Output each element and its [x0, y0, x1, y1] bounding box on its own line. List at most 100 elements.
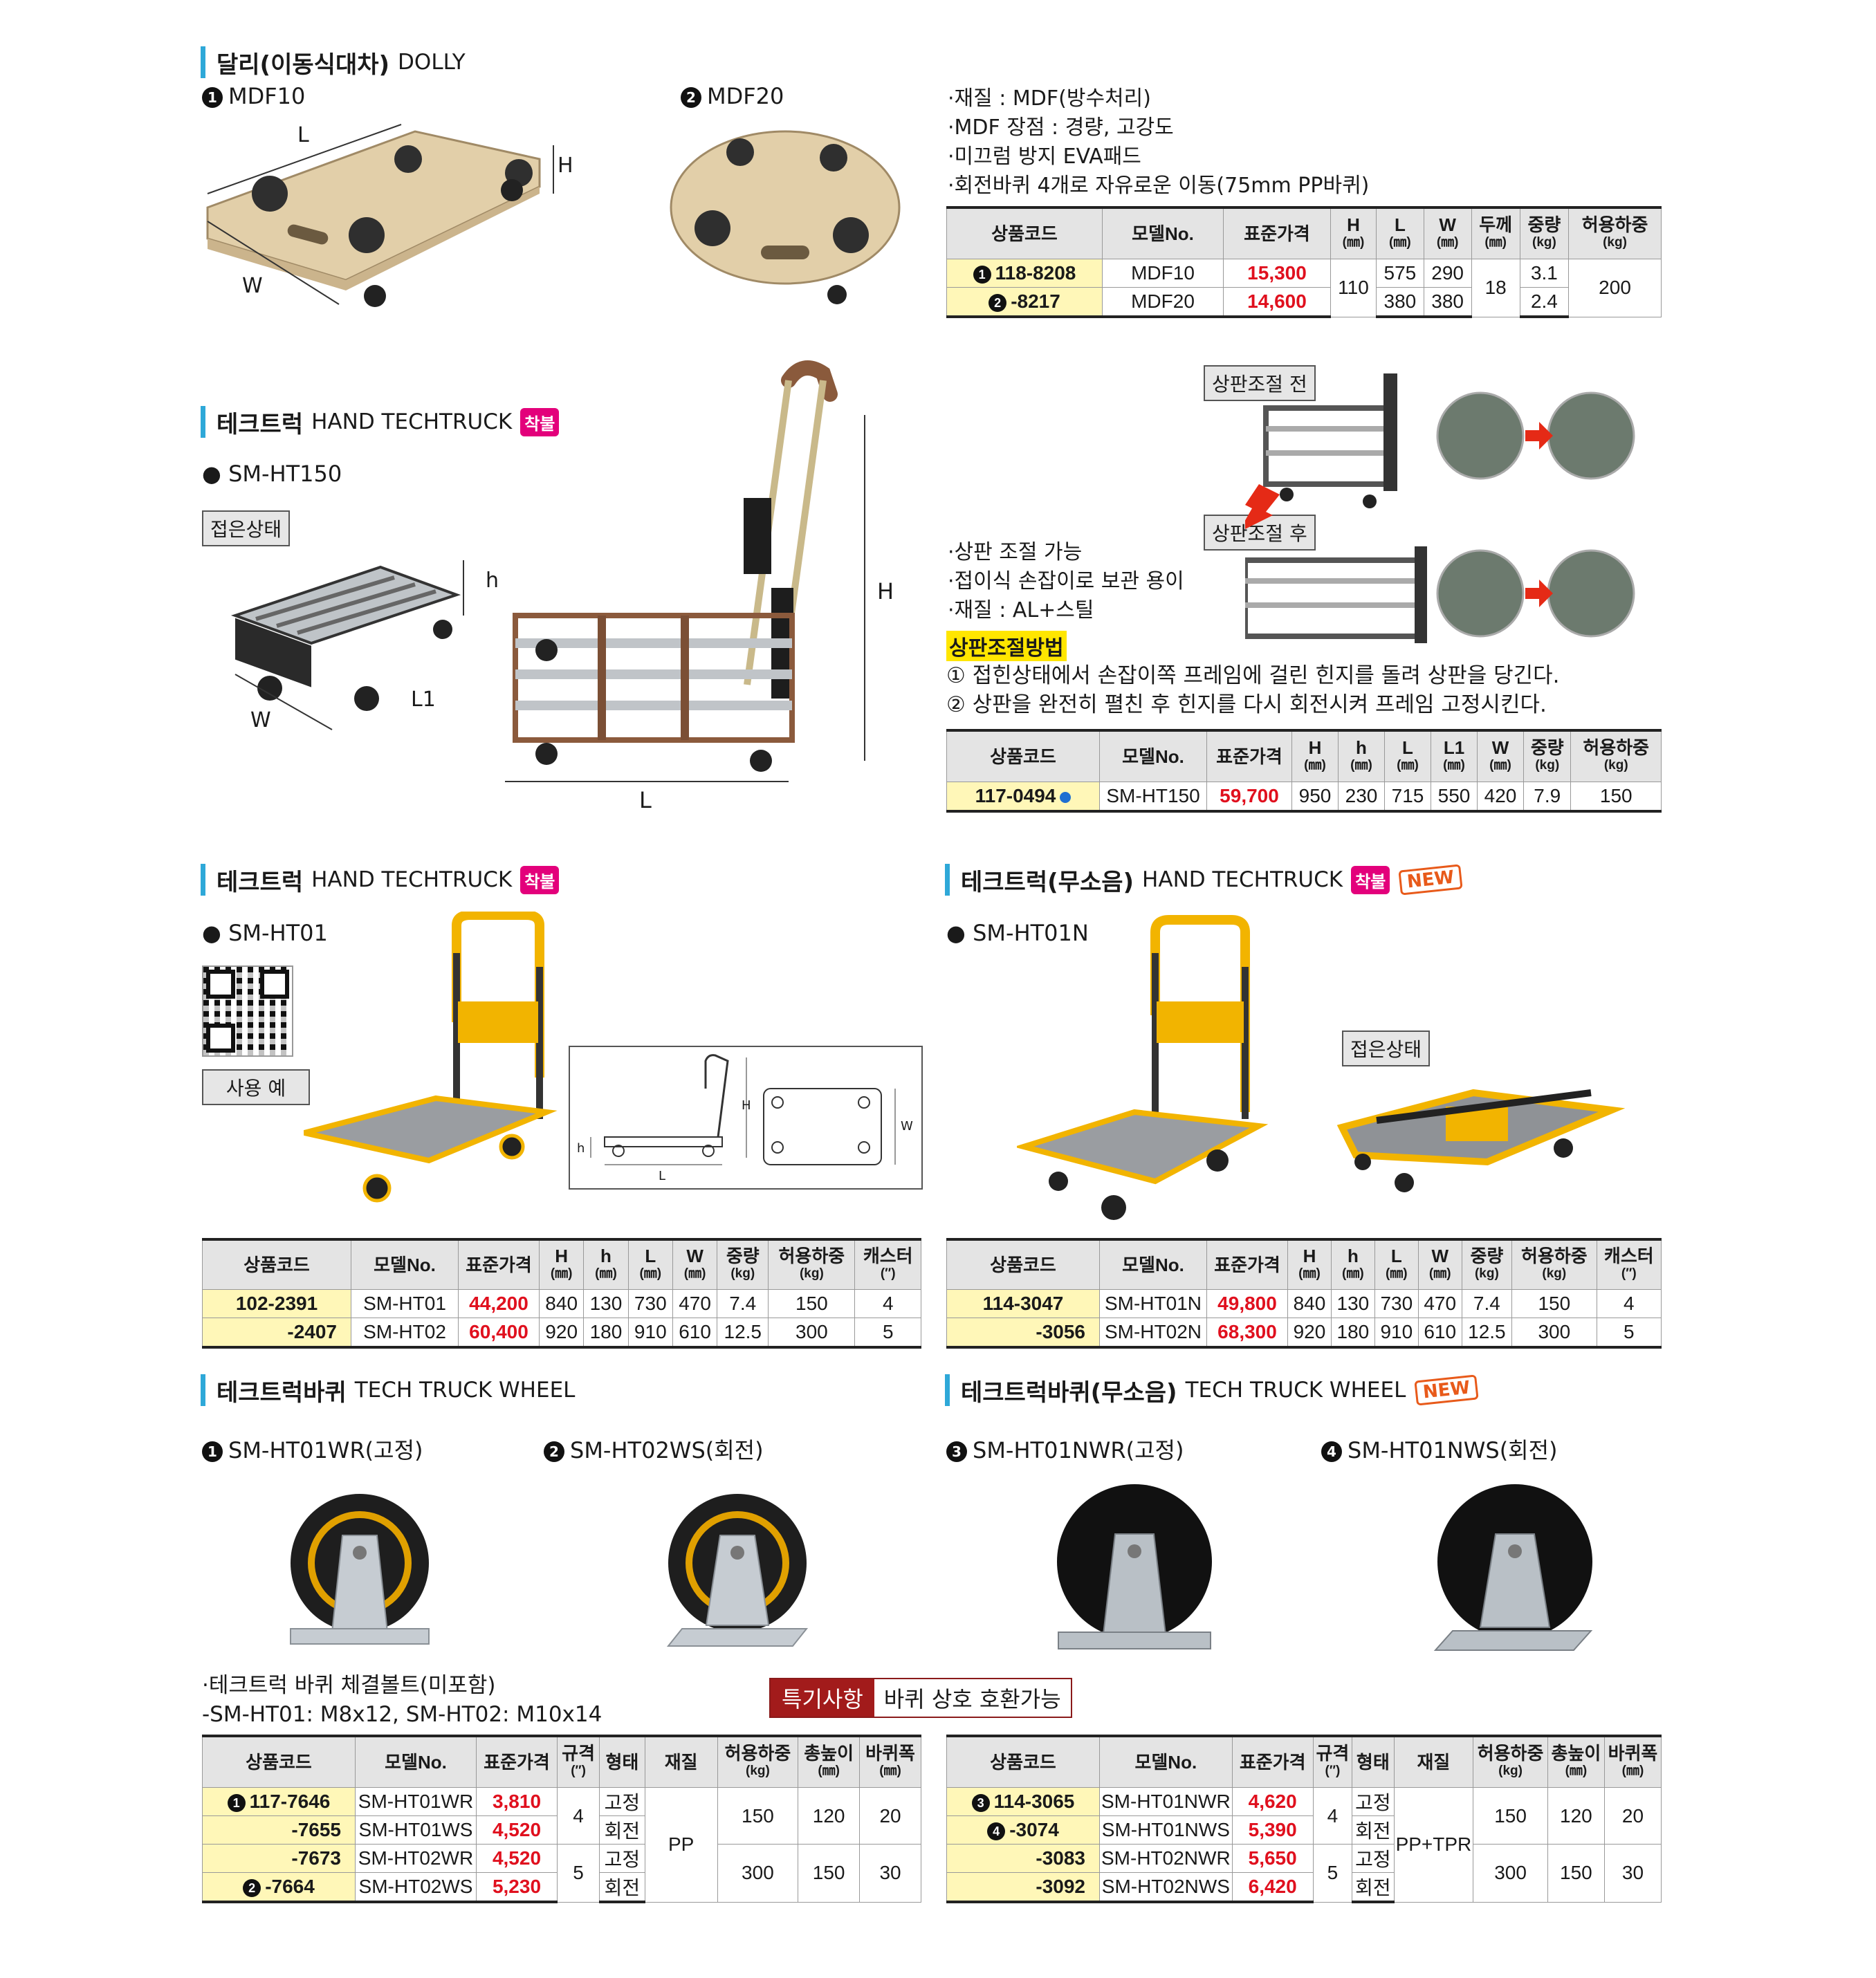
cell-L: 575 — [1376, 259, 1424, 288]
th-unit: (㎜) — [1621, 1764, 1644, 1778]
th-H: H(㎜) — [538, 1238, 585, 1290]
cell-L: 380 — [1376, 287, 1424, 318]
cell-load: 150 — [768, 1289, 856, 1318]
cell-spec: 4 — [556, 1787, 600, 1845]
th-code: 상품코드 — [946, 206, 1103, 259]
cell-code: 4-3074 — [946, 1815, 1100, 1845]
th-L1: L1(㎜) — [1431, 729, 1478, 782]
cell-h: 180 — [1330, 1318, 1375, 1349]
th-text: 캐스터 — [863, 1246, 913, 1266]
th-text: H — [555, 1246, 569, 1266]
title-en: HAND TECHTRUCK — [311, 867, 513, 892]
model-label: MDF20 — [707, 83, 784, 109]
th-W: W(㎜) — [672, 1238, 718, 1290]
cell-H: 920 — [538, 1318, 585, 1349]
table-row: 4-3074 SM-HT01NWS 5,390 회전 — [946, 1815, 1662, 1845]
th-type: 형태 — [599, 1735, 645, 1788]
note-line: -SM-HT01: M8x12, SM-HT02: M10x14 — [202, 1702, 603, 1727]
cell-L: 730 — [1374, 1289, 1419, 1318]
cell-weight: 3.1 — [1519, 259, 1570, 288]
cell-price: 4,620 — [1231, 1787, 1314, 1816]
cell-h: 180 — [583, 1318, 629, 1349]
number-badge: 1 — [227, 1793, 246, 1812]
new-badge: NEW — [1398, 864, 1464, 896]
th-unit: (kg) — [1603, 758, 1628, 773]
mdf10-dolly-image — [206, 124, 554, 307]
th-thickness: 두께(㎜) — [1471, 206, 1520, 259]
th-weight: 중량(kg) — [1523, 729, 1572, 782]
title-en: HAND TECHTRUCK — [311, 409, 513, 434]
th-load: 허용하중(kg) — [768, 1238, 856, 1290]
code-text: 118-8208 — [995, 262, 1076, 284]
th-text: H — [1303, 1246, 1316, 1266]
th-text: 중량 — [1530, 737, 1564, 758]
th-text: 허용하중 — [1583, 737, 1650, 758]
qr-code-icon[interactable] — [202, 965, 293, 1057]
cell-type: 회전 — [599, 1815, 645, 1845]
mdf20-dolly-image — [670, 130, 901, 304]
th-type: 형태 — [1352, 1735, 1395, 1788]
th-text: H — [1308, 737, 1322, 758]
ht01-truck-image — [303, 912, 558, 1203]
usage-example-tag[interactable]: 사용 예 — [202, 1069, 310, 1105]
th-load: 허용하중(kg) — [1570, 729, 1662, 782]
th-H: H(㎜) — [1291, 729, 1339, 782]
cell-model: SM-HT02NWS — [1099, 1872, 1233, 1903]
ht150-folded-image — [230, 560, 464, 730]
cell-model: MDF20 — [1102, 287, 1224, 318]
th-H: H(㎜) — [1330, 206, 1377, 259]
th-text: h — [1356, 737, 1367, 758]
cell-H: 110 — [1330, 259, 1377, 317]
cell-load: 300 — [768, 1318, 856, 1349]
special-note-text: 바퀴 상호 호환가능 — [883, 1686, 1061, 1712]
ht150-model: ● SM-HT150 — [202, 461, 342, 487]
cell-height: 120 — [1547, 1787, 1605, 1845]
cell-model: SM-HT01WR — [355, 1787, 477, 1816]
cell-type: 회전 — [1352, 1872, 1395, 1903]
number-badge: 1 — [202, 1441, 223, 1462]
th-material: 재질 — [644, 1735, 718, 1788]
wheeln-spec-table: 상품코드 모델No. 표준가격 규격(″) 형태 재질 허용하중(kg) 총높이… — [946, 1735, 1662, 1903]
th-price: 표준가격 — [1223, 206, 1331, 259]
dim-label-W: W — [250, 708, 271, 732]
th-text: 중량 — [1470, 1246, 1504, 1266]
cell-spec: 5 — [556, 1844, 600, 1903]
cell-W: 290 — [1423, 259, 1472, 288]
th-model: 모델No. — [1099, 1735, 1233, 1788]
table-row: -7673 SM-HT02WR 4,520 5 고정 300 150 30 — [202, 1844, 921, 1903]
accent-bar — [201, 864, 205, 896]
th-code: 상품코드 — [202, 1238, 351, 1290]
ht01-spec-table: 상품코드 모델No. 표준가격 H(㎜) h(㎜) L(㎜) W(㎜) 중량(k… — [202, 1238, 921, 1349]
diagram-label-h: h — [577, 1141, 585, 1156]
cell-model: SM-HT01NWS — [1099, 1815, 1233, 1845]
model-label: SM-HT01NWS(회전) — [1348, 1437, 1558, 1463]
diagram-label-H: H — [742, 1098, 751, 1113]
wheel-image-4 — [1433, 1484, 1593, 1651]
th-unit: (㎜) — [1304, 758, 1326, 773]
table-row: 117-0494 SM-HT150 59,700 950 230 715 550… — [946, 782, 1662, 813]
cell-model: SM-HT01 — [351, 1289, 459, 1318]
dolly-section-title: 달리(이동식대차) DOLLY — [201, 46, 466, 79]
cell-h: 230 — [1338, 782, 1385, 813]
cell-caster: 4 — [1596, 1289, 1662, 1318]
th-width: 바퀴폭(㎜) — [1603, 1735, 1662, 1788]
th-text: 총높이 — [1551, 1743, 1601, 1764]
th-text: 규격 — [1316, 1743, 1350, 1764]
cod-badge: 착불 — [1351, 865, 1390, 894]
table-row: -3056 SM-HT02N 68,300 920 180 910 610 12… — [946, 1318, 1662, 1349]
diagram-lines — [590, 1054, 896, 1165]
cell-code: 114-3047 — [946, 1289, 1100, 1318]
th-unit: (″) — [1621, 1266, 1637, 1281]
th-unit: (kg) — [799, 1266, 824, 1281]
th-text: 허용하중 — [1581, 214, 1648, 235]
th-unit: (㎜) — [683, 1266, 706, 1281]
th-text: 캐스터 — [1603, 1246, 1654, 1266]
th-code: 상품코드 — [202, 1735, 356, 1788]
th-load: 허용하중(kg) — [717, 1735, 799, 1788]
ht150-adjust-images — [1245, 373, 1635, 643]
method-line: ① 접힌상태에서 손잡이쪽 프레임에 걸린 힌지를 돌려 상판을 당긴다. — [946, 663, 1560, 688]
note-line: ·테크트럭 바퀴 체결볼트(미포함) — [202, 1673, 496, 1698]
cell-load: 150 — [1511, 1289, 1597, 1318]
cell-price: 5,390 — [1231, 1815, 1314, 1845]
ht01-dimension-diagram: H h L W — [569, 1046, 923, 1190]
